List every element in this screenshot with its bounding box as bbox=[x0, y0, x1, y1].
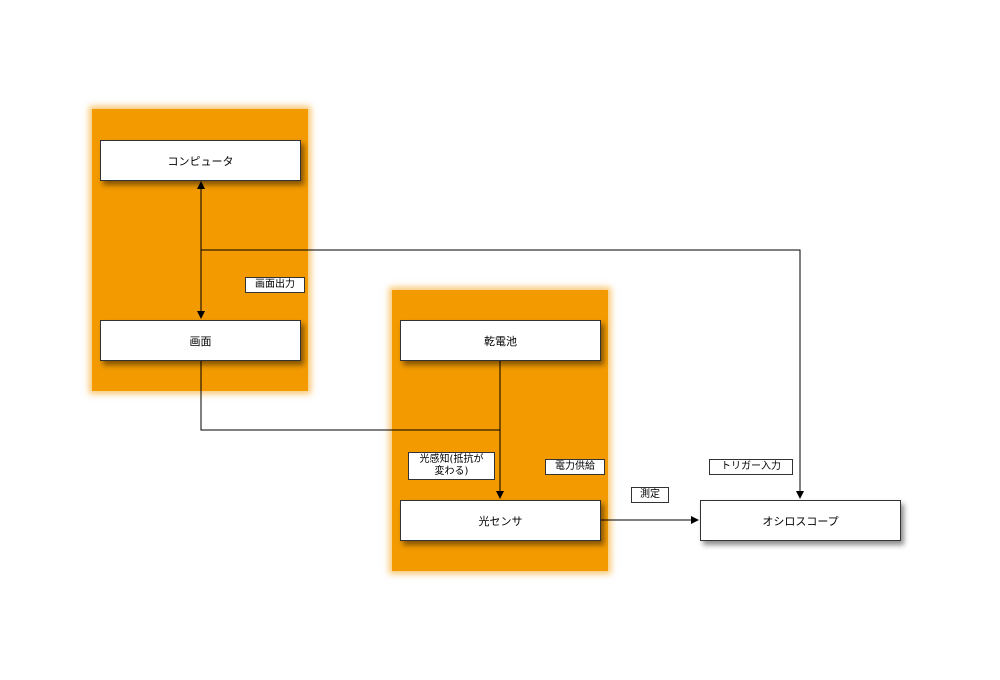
node-computer[interactable]: コンピュータ bbox=[100, 140, 301, 181]
edge-label-measure: 測定 bbox=[631, 487, 669, 503]
node-screen[interactable]: 画面 bbox=[100, 320, 301, 361]
node-light-sensor[interactable]: 光センサ bbox=[400, 500, 601, 541]
edge-label-light-detect: 光感知(抵抗が 変わる) bbox=[408, 452, 495, 480]
node-oscilloscope-label: オシロスコープ bbox=[762, 514, 839, 528]
node-oscilloscope[interactable]: オシロスコープ bbox=[700, 500, 901, 541]
edge-label-screen-output: 画面出力 bbox=[245, 277, 305, 293]
node-computer-label: コンピュータ bbox=[167, 154, 234, 168]
node-battery-label: 乾電池 bbox=[484, 334, 517, 348]
node-screen-label: 画面 bbox=[189, 334, 212, 348]
node-light-sensor-label: 光センサ bbox=[478, 514, 523, 528]
edge-label-power-supply: 電力供給 bbox=[545, 459, 605, 475]
edge-label-trigger-input: トリガー入力 bbox=[709, 459, 793, 475]
node-battery[interactable]: 乾電池 bbox=[400, 320, 601, 361]
